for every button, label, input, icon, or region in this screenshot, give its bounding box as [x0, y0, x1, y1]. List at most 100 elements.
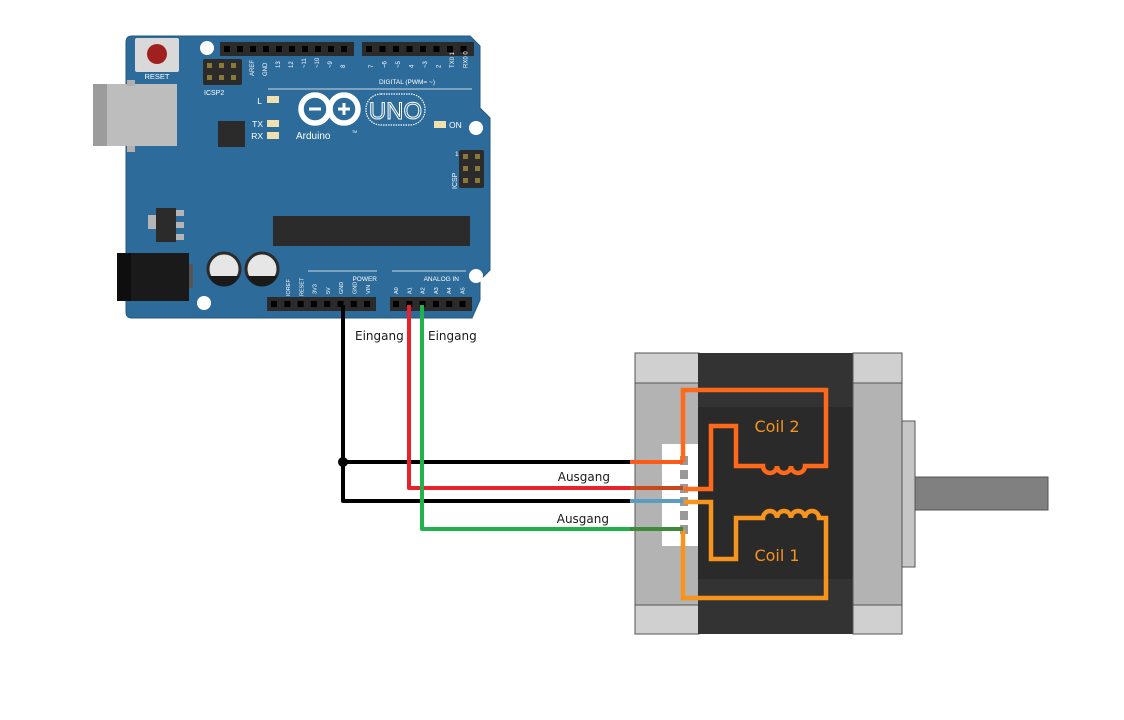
- wire-a2: [420, 305, 630, 531]
- header-pin[interactable]: [420, 46, 426, 52]
- mounting-hole: [200, 41, 214, 55]
- header-pin[interactable]: [250, 46, 256, 52]
- coil-1-winding: [680, 499, 829, 601]
- header-pin[interactable]: [393, 301, 399, 307]
- header-pin[interactable]: [460, 46, 467, 52]
- header-pin[interactable]: [324, 301, 331, 307]
- icsp-pin: [475, 154, 480, 159]
- motor-right-cap-bottom: [852, 604, 903, 635]
- header-pin[interactable]: [289, 46, 295, 52]
- header-pin[interactable]: [446, 301, 453, 307]
- header-pin[interactable]: [328, 46, 334, 52]
- header-pin[interactable]: [315, 46, 321, 52]
- icsp2-label: ICSP2: [204, 90, 224, 97]
- digital-pin-label: ~9: [328, 60, 334, 68]
- digital-pin-label: 12: [289, 61, 295, 68]
- reset-button-cap[interactable]: [147, 44, 167, 64]
- brand-label: Arduino: [296, 131, 331, 142]
- input-label-1: Eingang: [355, 329, 404, 343]
- stepper-motor: Coil 2 Coil 1: [634, 352, 1049, 635]
- icsp2-pin: [219, 63, 224, 68]
- digital-header-left: [220, 42, 354, 56]
- motor-right-cap-top: [852, 352, 903, 384]
- led-rx-label: RX: [251, 131, 263, 141]
- header-pin[interactable]: [447, 46, 453, 52]
- capacitor: [206, 251, 242, 287]
- capacitor: [244, 251, 280, 287]
- usb-tab-bottom: [127, 146, 135, 152]
- usb-port-shade: [93, 84, 107, 146]
- icsp-pin1-label: 1: [455, 151, 459, 158]
- header-pin[interactable]: [393, 46, 399, 52]
- led-rx: [267, 132, 279, 139]
- icsp-pin: [475, 166, 480, 171]
- digital-pin-label: AREF: [250, 60, 256, 76]
- wire-a1: [407, 305, 630, 490]
- header-pin[interactable]: [263, 46, 269, 52]
- mounting-hole: [469, 269, 483, 283]
- reset-label: RESET: [144, 72, 169, 81]
- header-pin[interactable]: [297, 301, 304, 307]
- icsp-pin: [475, 178, 480, 183]
- header-pin[interactable]: [276, 46, 282, 52]
- regulator-leg: [176, 210, 184, 216]
- wire-junction: [338, 457, 348, 467]
- digital-pin-label: RX0 0: [464, 51, 470, 68]
- arduino-logo: [298, 92, 361, 126]
- connector-pin: [680, 511, 688, 520]
- header-pin[interactable]: [433, 46, 440, 52]
- header-pin[interactable]: [224, 46, 230, 52]
- plus-icon-vertical: [342, 103, 346, 115]
- header-pin[interactable]: [379, 46, 386, 52]
- header-pin[interactable]: [459, 301, 466, 307]
- led-l-label: L: [257, 96, 262, 106]
- header-pin[interactable]: [432, 301, 439, 307]
- header-pin[interactable]: [271, 301, 277, 307]
- uno-label: UNO: [369, 98, 422, 125]
- header-pin[interactable]: [302, 46, 308, 52]
- analog-pin-label: A5: [461, 287, 467, 294]
- motor-left-cap-bottom: [634, 604, 700, 635]
- bottom-header-pins: [271, 301, 466, 307]
- digital-pin-label: 4: [410, 64, 416, 68]
- analog-pin-label: A2: [421, 287, 427, 294]
- header-pin[interactable]: [419, 301, 426, 307]
- power-pin-label: GND: [339, 282, 345, 294]
- header-pin[interactable]: [364, 301, 371, 307]
- icsp-pin: [463, 154, 468, 159]
- logo-loop-right: [327, 92, 361, 126]
- header-pin[interactable]: [341, 46, 347, 52]
- analog-pin-label: A3: [434, 287, 440, 294]
- coil-2-winding: [680, 387, 829, 492]
- header-pin[interactable]: [350, 301, 357, 307]
- power-pin-label: IOREF: [286, 279, 292, 296]
- mounting-hole: [469, 121, 483, 135]
- icsp2-pin: [207, 75, 212, 80]
- led-tx-label: TX: [252, 119, 263, 129]
- icsp-pins: [463, 154, 480, 183]
- digital-pin-label: 2: [437, 64, 443, 68]
- connector-pin: [680, 470, 688, 479]
- header-pin[interactable]: [366, 46, 372, 52]
- power-pin-label: 5V: [326, 287, 332, 294]
- header-pin[interactable]: [237, 46, 243, 52]
- header-pin[interactable]: [406, 301, 413, 307]
- icsp-header: [459, 150, 484, 188]
- digital-pin-label: ~10: [315, 57, 321, 68]
- power-pin-label: 3V3: [313, 284, 319, 294]
- motor-left-cap-top: [634, 352, 700, 384]
- header-pin[interactable]: [406, 46, 413, 52]
- icsp2-header: [203, 59, 242, 85]
- icsp2-pin: [207, 63, 212, 68]
- minus-icon: [309, 107, 321, 111]
- digital-pin-label: GND: [263, 62, 269, 76]
- voltage-regulator: [156, 208, 176, 242]
- header-pin[interactable]: [310, 301, 317, 307]
- digital-pin-label: 8: [341, 64, 347, 68]
- tm-label: TM: [352, 130, 357, 134]
- digital-pin-label: 7: [369, 64, 375, 68]
- header-pin[interactable]: [284, 301, 291, 307]
- header-pin[interactable]: [337, 301, 344, 307]
